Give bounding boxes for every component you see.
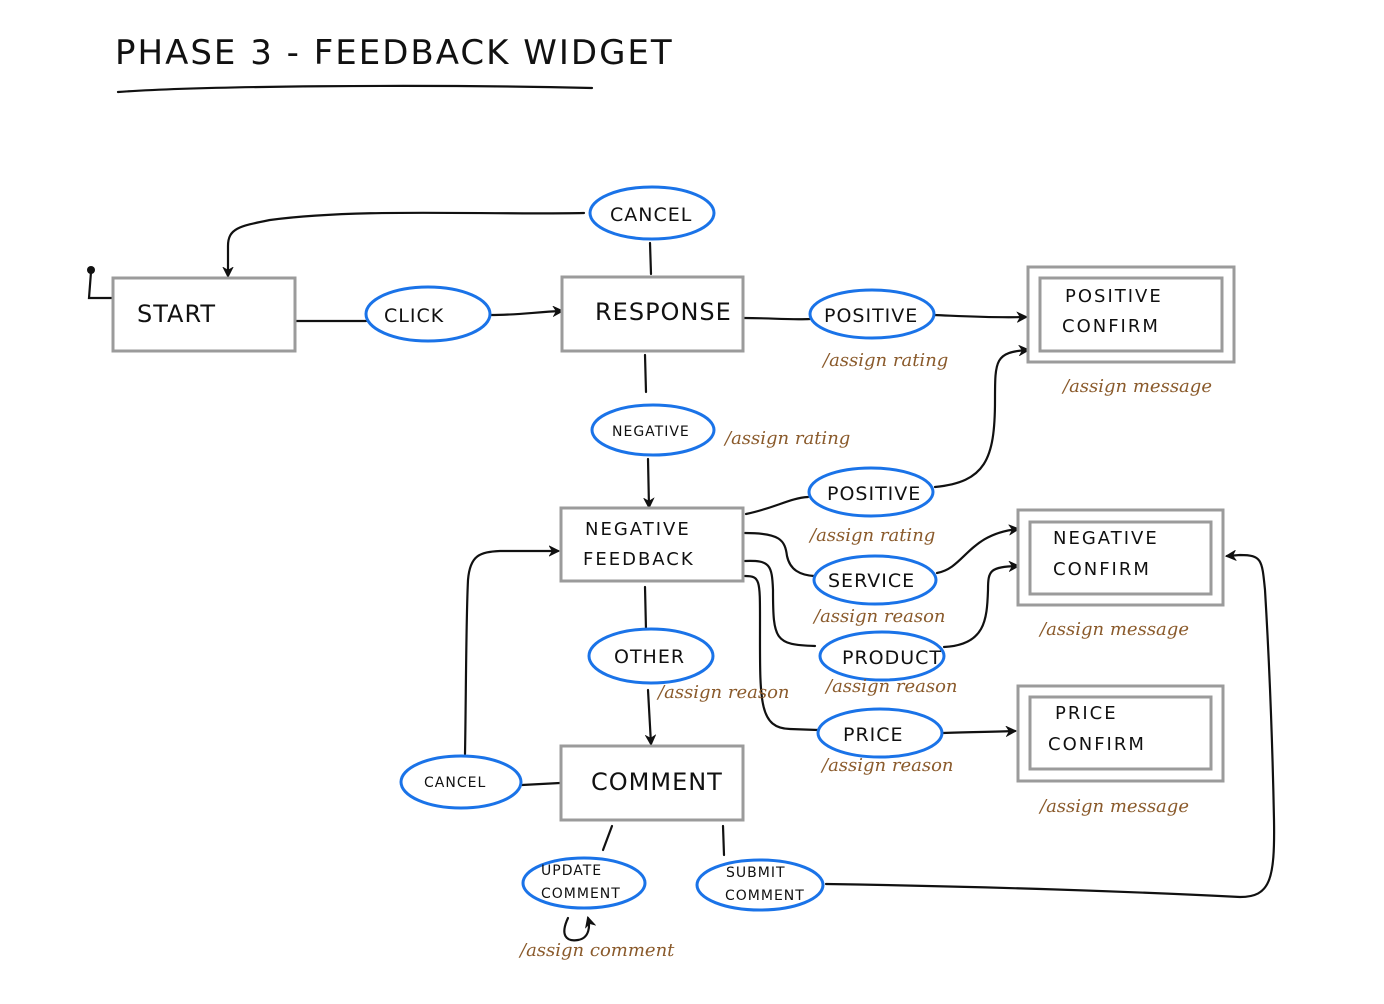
event-submit-comment-label-1: SUBMIT xyxy=(726,865,786,881)
edge-service-to-negative-confirm xyxy=(935,529,1018,575)
title-underline xyxy=(116,84,594,94)
state-negative-feedback[interactable]: NEGATIVE FEEDBACK xyxy=(559,506,745,583)
event-price-label: PRICE xyxy=(843,724,904,746)
product-action: /assign reason xyxy=(824,676,958,697)
state-negative-feedback-label-2: FEEDBACK xyxy=(583,549,695,570)
edge-update-self-loop xyxy=(563,918,589,942)
event-update-comment-label-1: UPDATE xyxy=(541,863,602,879)
edge-negative-feedback-to-product xyxy=(743,559,817,648)
edge-price-to-price-confirm xyxy=(941,731,1015,733)
event-service-label: SERVICE xyxy=(828,570,915,592)
event-update-comment-label-2: COMMENT xyxy=(541,886,621,902)
edge-cancel-to-negative-feedback xyxy=(463,551,558,756)
edge-comment-to-cancel xyxy=(520,781,562,787)
state-negative-confirm-label-1: NEGATIVE xyxy=(1053,528,1159,549)
event-positive-response-label: POSITIVE xyxy=(824,305,918,327)
event-product[interactable]: PRODUCT xyxy=(818,630,946,682)
state-positive-confirm[interactable]: POSITIVE CONFIRM xyxy=(1026,265,1236,364)
event-other-label: OTHER xyxy=(614,646,685,668)
event-update-comment[interactable]: UPDATE COMMENT xyxy=(521,856,647,910)
event-positive-feedback-label: POSITIVE xyxy=(827,483,921,505)
positive-confirm-action: /assign message xyxy=(1061,376,1212,397)
edge-negative-feedback-to-price xyxy=(743,574,820,732)
edge-positive-to-positive-confirm-2 xyxy=(933,350,1028,489)
edge-negative-to-negative-feedback xyxy=(648,457,649,507)
edge-comment-to-update xyxy=(601,824,614,852)
event-price[interactable]: PRICE xyxy=(816,707,944,759)
event-submit-comment-label-2: COMMENT xyxy=(725,888,805,904)
edge-negative-feedback-to-other xyxy=(643,585,648,632)
other-action: /assign reason xyxy=(656,682,790,703)
event-click-label: CLICK xyxy=(384,305,444,327)
state-positive-confirm-label-2: CONFIRM xyxy=(1062,316,1160,337)
event-negative-response-label: NEGATIVE xyxy=(612,424,690,440)
event-product-label: PRODUCT xyxy=(842,647,942,669)
edge-click-to-response xyxy=(488,311,562,315)
edge-submit-to-negative-confirm xyxy=(824,555,1276,899)
event-other[interactable]: OTHER xyxy=(587,627,715,685)
edge-comment-to-submit xyxy=(721,824,726,857)
state-price-confirm[interactable]: PRICE CONFIRM xyxy=(1016,684,1225,783)
event-submit-comment[interactable]: SUBMIT COMMENT xyxy=(695,858,825,912)
state-start-label: START xyxy=(137,300,216,328)
state-comment-label: COMMENT xyxy=(591,768,723,796)
edge-cancel-to-start xyxy=(228,211,586,276)
positive-feedback-action: /assign rating xyxy=(808,525,935,546)
service-action: /assign reason xyxy=(812,606,946,627)
event-cancel-comment[interactable]: CANCEL xyxy=(399,754,523,810)
state-response-label: RESPONSE xyxy=(595,298,732,326)
state-negative-confirm-label-2: CONFIRM xyxy=(1053,559,1151,580)
state-start[interactable]: START xyxy=(111,276,297,353)
edge-positive-to-positive-confirm xyxy=(932,315,1026,317)
edge-response-to-positive xyxy=(742,316,812,321)
event-cancel-response[interactable]: CANCEL xyxy=(588,185,716,241)
event-positive-feedback[interactable]: POSITIVE xyxy=(807,466,935,518)
event-click[interactable]: CLICK xyxy=(364,285,492,343)
negative-confirm-action: /assign message xyxy=(1038,619,1189,640)
edge-product-to-negative-confirm xyxy=(942,566,1018,649)
event-cancel-response-label: CANCEL xyxy=(610,204,692,226)
update-comment-action: /assign comment xyxy=(518,940,675,961)
edge-response-to-negative xyxy=(643,353,648,394)
edge-negative-feedback-to-service xyxy=(743,531,816,578)
event-positive-response[interactable]: POSITIVE xyxy=(808,288,936,340)
state-price-confirm-label-1: PRICE xyxy=(1055,703,1118,724)
initial-state-dot xyxy=(87,266,95,274)
state-positive-confirm-label-1: POSITIVE xyxy=(1065,286,1163,307)
negative-response-action: /assign rating xyxy=(723,428,850,449)
state-comment[interactable]: COMMENT xyxy=(559,744,745,822)
event-cancel-comment-label: CANCEL xyxy=(424,775,486,791)
event-negative-response[interactable]: NEGATIVE xyxy=(590,403,716,457)
price-action: /assign reason xyxy=(820,755,954,776)
state-negative-confirm[interactable]: NEGATIVE CONFIRM xyxy=(1016,508,1225,607)
price-confirm-action: /assign message xyxy=(1038,796,1189,817)
edge-response-to-cancel xyxy=(648,241,653,276)
state-negative-feedback-label-1: NEGATIVE xyxy=(585,519,691,540)
event-service[interactable]: SERVICE xyxy=(812,554,938,606)
edge-other-to-comment xyxy=(648,688,651,744)
diagram-title: PHASE 3 - FEEDBACK WIDGET xyxy=(115,33,674,73)
state-price-confirm-label-2: CONFIRM xyxy=(1048,734,1146,755)
edge-negative-feedback-to-positive xyxy=(744,495,810,516)
state-response[interactable]: RESPONSE xyxy=(560,275,745,353)
positive-response-action: /assign rating xyxy=(821,350,948,371)
